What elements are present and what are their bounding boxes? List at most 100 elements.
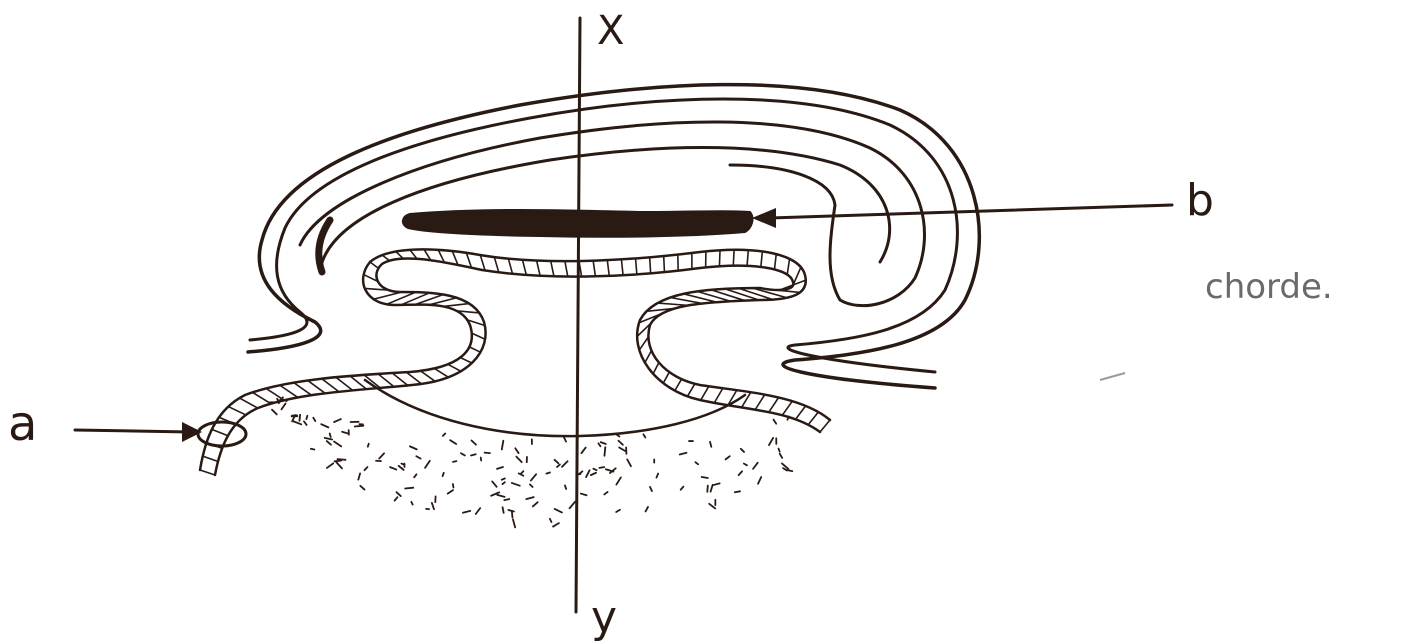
hatch-mark (396, 252, 403, 259)
hatch-mark (761, 251, 763, 267)
stipple-mark (293, 421, 301, 424)
stipple-mark (565, 485, 566, 489)
stipple-mark (753, 463, 758, 469)
hatch-mark (252, 392, 270, 403)
stipple-mark (416, 456, 420, 458)
stipple-mark (327, 463, 333, 468)
stipple-mark (342, 432, 347, 434)
stipple-mark (463, 511, 470, 513)
stipple-mark (570, 502, 575, 508)
hatch-mark (406, 372, 421, 384)
stipple-mark (513, 519, 515, 527)
pointer-arrow-b-line (770, 205, 1172, 218)
stipple-mark (395, 497, 398, 500)
stipple-mark (461, 453, 465, 455)
hatch-mark (322, 379, 339, 392)
stipple-mark (564, 437, 566, 441)
stipple-mark (598, 443, 600, 446)
hatch-mark (701, 386, 709, 400)
axis-line-xy (576, 18, 580, 612)
stipple-mark (334, 419, 341, 422)
hatch-mark (725, 289, 759, 300)
hatch-mark (663, 372, 669, 383)
stipple-mark (616, 510, 620, 512)
stipple-mark (555, 460, 559, 463)
stipple-mark (476, 508, 480, 514)
hatch-mark (228, 407, 246, 415)
stipple-mark (618, 441, 622, 445)
stipple-mark (656, 474, 658, 478)
stipple-mark (553, 523, 559, 526)
stipple-mark (379, 453, 384, 458)
stipple-mark (321, 424, 328, 427)
hatch-mark (653, 363, 659, 374)
stipple-mark (744, 464, 747, 466)
hatch-mark (308, 380, 325, 393)
hatch-mark (636, 258, 637, 274)
stipple-mark (516, 457, 521, 463)
hatch-mark (374, 292, 402, 299)
stipple-mark (502, 441, 504, 450)
hatch-mark (392, 373, 408, 385)
stipple-mark (788, 470, 793, 471)
stipple-mark (562, 461, 568, 467)
hatch-mark (697, 291, 730, 301)
stipple-mark (707, 486, 708, 492)
stipple-mark (533, 502, 538, 506)
hatch-mark (675, 379, 682, 391)
stipple-mark (432, 503, 434, 509)
hatch-mark (294, 383, 312, 396)
stipple-mark (601, 442, 606, 444)
axis-label-y: y (591, 592, 617, 641)
hatch-mark (687, 384, 694, 397)
stipple-mark (443, 473, 444, 476)
hatch-mark (658, 303, 689, 305)
hatch-mark (747, 250, 748, 266)
stipple-mark (448, 490, 453, 493)
stipple-mark (405, 488, 413, 489)
stipple-mark (550, 519, 552, 522)
stipple-mark (546, 472, 550, 473)
stipple-mark (531, 474, 536, 480)
hatch-mark (378, 374, 394, 387)
stipple-mark (485, 453, 490, 454)
stipple-mark (414, 474, 416, 477)
stipple-mark (713, 483, 719, 485)
hatch-mark (787, 259, 789, 275)
stipple-mark (304, 421, 307, 425)
label-a: a (8, 396, 37, 452)
hatch-mark (472, 333, 485, 339)
stipple-mark (586, 470, 589, 477)
stipple-mark (401, 464, 404, 465)
pencil-stroke-mark (1100, 373, 1125, 380)
stipple-mark (739, 471, 743, 475)
axis-label-x: X (597, 8, 624, 54)
hatch-mark (551, 261, 554, 276)
hatch-mark (719, 250, 720, 266)
stipple-mark (680, 453, 687, 455)
stipple-mark (735, 491, 740, 492)
stipple-mark (492, 481, 496, 486)
stipple-mark (711, 485, 713, 492)
stipple-mark (593, 469, 596, 471)
stipple-mark (503, 507, 504, 513)
hatch-mark (769, 398, 779, 413)
stipple-mark (521, 471, 523, 473)
hatch-mark (670, 298, 702, 304)
stipple-mark (504, 499, 509, 500)
stipple-mark (606, 469, 614, 471)
hatch-mark (336, 377, 353, 390)
stipple-mark (758, 477, 761, 484)
stipple-mark (650, 487, 652, 491)
hatch-mark (508, 259, 512, 274)
stipple-mark (515, 448, 518, 453)
hatch-mark (796, 406, 806, 419)
stipple-mark (311, 449, 314, 450)
stipple-mark (299, 415, 300, 421)
hatch-mark (420, 371, 435, 381)
hatch-mark (494, 257, 498, 272)
hatch-mark (755, 395, 765, 410)
stipple-mark (591, 473, 596, 475)
stipple-mark (502, 482, 504, 484)
